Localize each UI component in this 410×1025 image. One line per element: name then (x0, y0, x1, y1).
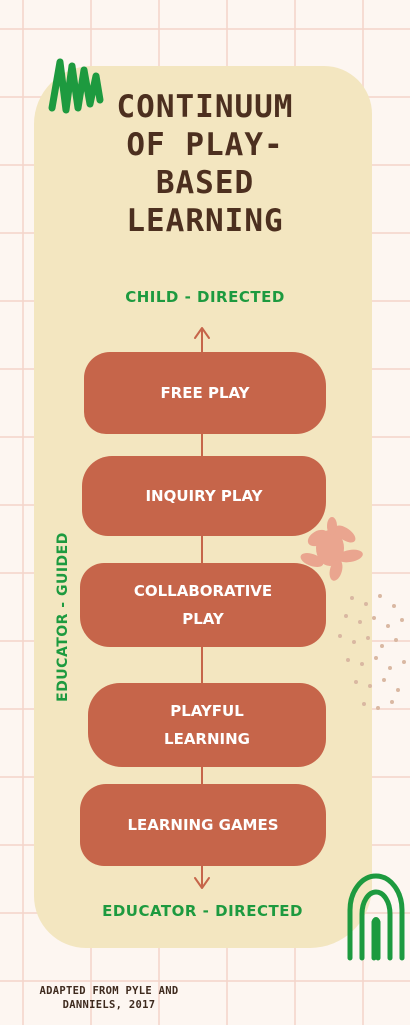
axis-top-label: CHILD - DIRECTED (125, 288, 285, 306)
arrow-down-icon (194, 877, 210, 889)
stage-inquiry-play: INQUIRY PLAY (82, 456, 326, 536)
title-line: LEARNING (126, 203, 284, 239)
stage-label: PLAY (182, 610, 224, 628)
stage-playful-learning: PLAYFUL LEARNING (88, 683, 326, 767)
source-credit: ADAPTED FROM PYLE AND DANNIELS, 2017 (14, 984, 204, 1012)
stage-label: COLLABORATIVE (133, 582, 273, 600)
credit-line: ADAPTED FROM PYLE AND (39, 985, 179, 997)
credit-line: DANNIELS, 2017 (62, 999, 156, 1011)
stage-label: LEARNING (164, 730, 250, 748)
stage-label: LEARNING GAMES (127, 816, 279, 834)
axis-bottom-label: EDUCATOR - DIRECTED (102, 902, 303, 920)
title-line: BASED (155, 165, 255, 201)
stage-label: INQUIRY PLAY (145, 487, 263, 505)
stage-label: FREE PLAY (160, 384, 250, 402)
title-line: OF PLAY- (126, 127, 284, 163)
stage-collaborative-play: COLLABORATIVE PLAY (80, 563, 326, 647)
stage-learning-games: LEARNING GAMES (80, 784, 326, 866)
infographic-title: CONTINUUM OF PLAY- BASED LEARNING (70, 88, 340, 240)
stage-free-play: FREE PLAY (84, 352, 326, 434)
stage-label: PLAYFUL (170, 702, 244, 720)
arrow-up-icon (194, 327, 210, 339)
title-line: CONTINUUM (116, 89, 294, 125)
